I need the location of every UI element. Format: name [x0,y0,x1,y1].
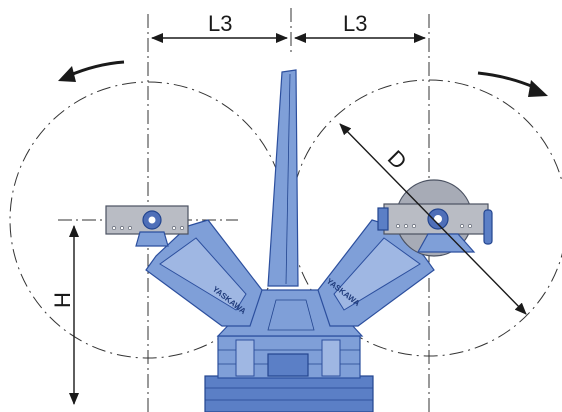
diameter-dimension-line [339,123,527,315]
height-label: H [50,292,75,308]
right-l3-label: L3 [343,11,367,36]
diameter-label: D [383,145,412,174]
left-l3-label: L3 [208,11,232,36]
counter-clockwise-arrow-icon [58,60,125,82]
positioner-machine: YASKAWA YASKAWA [105,69,493,412]
right-rotation-circle [290,79,562,357]
central-mast [267,69,299,287]
clockwise-arrow-icon [477,71,548,97]
machine-base [204,375,374,412]
